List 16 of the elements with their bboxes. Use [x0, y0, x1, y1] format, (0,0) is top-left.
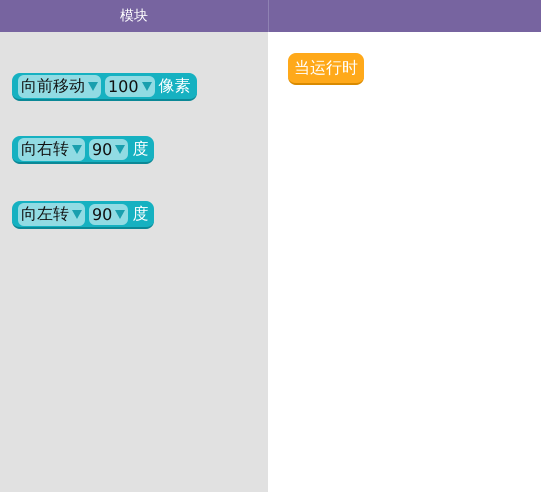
tab-title: 模块	[120, 7, 148, 25]
dropdown: 100	[105, 76, 155, 96]
code-block	[12, 73, 197, 101]
code-block	[12, 136, 154, 164]
toolbox-panel	[0, 0, 268, 492]
block-label: 度	[132, 204, 148, 224]
event-block	[288, 53, 364, 85]
dropdown: 90	[89, 138, 128, 160]
dropdown: 向右转	[18, 138, 85, 160]
dropdown: 向前移动	[18, 74, 101, 98]
dropdown: 90	[89, 204, 128, 224]
code-block	[12, 201, 154, 229]
dropdown: 向左转	[18, 202, 85, 226]
block-label: 像素	[158, 76, 191, 96]
block-label: 度	[132, 138, 148, 160]
block-label: 当运行时	[294, 58, 358, 78]
